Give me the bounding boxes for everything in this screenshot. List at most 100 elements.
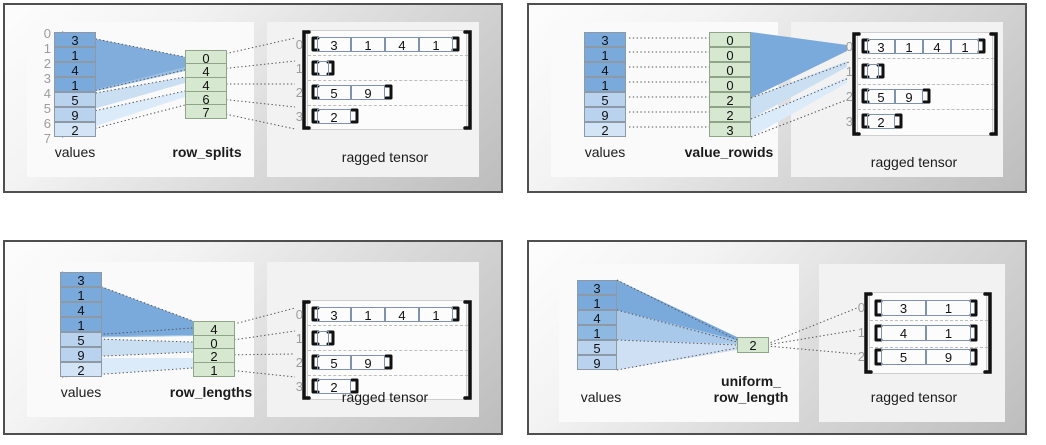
ragged-tensor-box — [857, 32, 994, 136]
row-index: 2 — [295, 355, 303, 370]
value-cell: 1 — [54, 77, 96, 92]
row-separator — [308, 325, 468, 326]
ragged-cell: 5 — [317, 85, 351, 100]
row-index: 1 — [295, 61, 303, 76]
ragged-cell: 1 — [926, 325, 971, 341]
value-cell: 9 — [584, 107, 626, 122]
ragged-cell: 9 — [895, 89, 923, 104]
partition-cell: 2 — [737, 337, 769, 353]
row-separator — [308, 80, 468, 81]
panel-uniform-row-length: 3 1 4 1 5 9 2 — [527, 240, 1027, 435]
value-cell: 3 — [577, 280, 617, 295]
ragged-cell: 1 — [926, 300, 971, 316]
row-separator — [858, 58, 994, 59]
values-caption: values — [580, 389, 622, 405]
partition-caption: row_splits — [172, 144, 242, 160]
row-separator — [308, 350, 468, 351]
ragged-cell: 1 — [419, 307, 453, 322]
row-index: 0 — [845, 39, 853, 54]
ragged-cell: 3 — [881, 300, 926, 316]
values-caption: values — [60, 384, 102, 400]
value-index: 4 — [43, 86, 51, 101]
ragged-cell: 4 — [881, 325, 926, 341]
row-index: 0 — [295, 37, 303, 52]
row-index: 2 — [845, 89, 853, 104]
value-index: 0 — [43, 26, 51, 41]
ragged-tensor-box — [307, 300, 468, 400]
value-index: 6 — [43, 116, 51, 131]
partition-cell: 4 — [185, 77, 227, 92]
value-cell: 9 — [54, 107, 96, 122]
value-cell: 1 — [54, 47, 96, 62]
partition-caption: uniform_ row_length — [713, 373, 789, 405]
value-cell: 3 — [54, 32, 96, 47]
partition-cell: 4 — [185, 63, 227, 78]
ragged-cell: 2 — [867, 114, 895, 129]
row-separator — [308, 105, 468, 106]
ragged-cell-empty — [317, 61, 329, 76]
value-cell: 5 — [60, 332, 102, 347]
ragged-cell: 9 — [351, 355, 385, 370]
partition-cell: 4 — [193, 321, 235, 336]
row-index: 1 — [295, 331, 303, 346]
panel-row-lengths: 3 1 4 1 5 9 2 4 0 2 1 — [3, 240, 503, 435]
value-cell: 4 — [577, 310, 617, 325]
ragged-cell: 1 — [351, 37, 385, 52]
ragged-cell: 3 — [317, 307, 351, 322]
ragged-caption: ragged tensor — [870, 389, 958, 405]
value-cell: 2 — [54, 122, 96, 137]
values-caption: values — [584, 144, 626, 160]
ragged-cell: 9 — [351, 85, 385, 100]
value-cell: 1 — [577, 295, 617, 310]
ragged-cell: 2 — [317, 379, 351, 394]
partition-cell: 1 — [193, 362, 235, 377]
ragged-cell-empty — [867, 64, 879, 79]
row-separator — [870, 320, 988, 321]
ragged-cell: 4 — [385, 37, 419, 52]
value-cell: 5 — [584, 92, 626, 107]
row-separator — [858, 109, 994, 110]
value-cell: 1 — [60, 287, 102, 302]
value-cell: 5 — [54, 92, 96, 107]
value-cell: 3 — [60, 272, 102, 287]
partition-cell: 3 — [709, 122, 751, 137]
row-index: 3 — [295, 109, 303, 124]
row-index: 0 — [295, 307, 303, 322]
value-cell: 2 — [60, 362, 102, 377]
panel-row-splits: 0 1 2 3 4 5 6 7 3 1 4 1 5 9 2 0 4 4 6 7 — [3, 3, 503, 193]
ragged-caption: ragged tensor — [341, 149, 429, 165]
partition-cell: 7 — [185, 104, 227, 119]
ragged-caption: ragged tensor — [341, 389, 429, 405]
panel-value-rowids: 3 1 4 1 5 9 2 0 0 0 0 2 2 3 — [527, 3, 1027, 193]
ragged-cell: 1 — [895, 39, 923, 54]
row-separator — [858, 84, 994, 85]
value-cell: 1 — [577, 325, 617, 340]
value-cell: 1 — [584, 47, 626, 62]
value-cell: 4 — [60, 302, 102, 317]
partition-cell: 0 — [709, 62, 751, 77]
row-index: 0 — [857, 300, 865, 315]
ragged-tensor-box — [307, 30, 468, 130]
ragged-cell-empty — [317, 331, 329, 346]
partition-cell: 2 — [709, 107, 751, 122]
row-separator — [308, 375, 468, 376]
ragged-cell: 9 — [926, 349, 971, 365]
partition-cell: 0 — [709, 47, 751, 62]
row-index: 3 — [295, 379, 303, 394]
ragged-cell: 5 — [881, 349, 926, 365]
value-index: 5 — [43, 101, 51, 116]
ragged-cell: 5 — [867, 89, 895, 104]
ragged-cell: 3 — [867, 39, 895, 54]
ragged-cell: 3 — [317, 37, 351, 52]
ragged-cell: 1 — [951, 39, 979, 54]
partition-cell: 2 — [193, 348, 235, 363]
ragged-cell: 5 — [317, 355, 351, 370]
ragged-caption: ragged tensor — [870, 154, 958, 170]
ragged-cell: 1 — [351, 307, 385, 322]
ragged-cell: 1 — [419, 37, 453, 52]
row-separator — [870, 347, 988, 348]
value-cell: 5 — [577, 340, 617, 355]
value-index: 2 — [43, 56, 51, 71]
partition-caption: row_lengths — [169, 384, 253, 400]
